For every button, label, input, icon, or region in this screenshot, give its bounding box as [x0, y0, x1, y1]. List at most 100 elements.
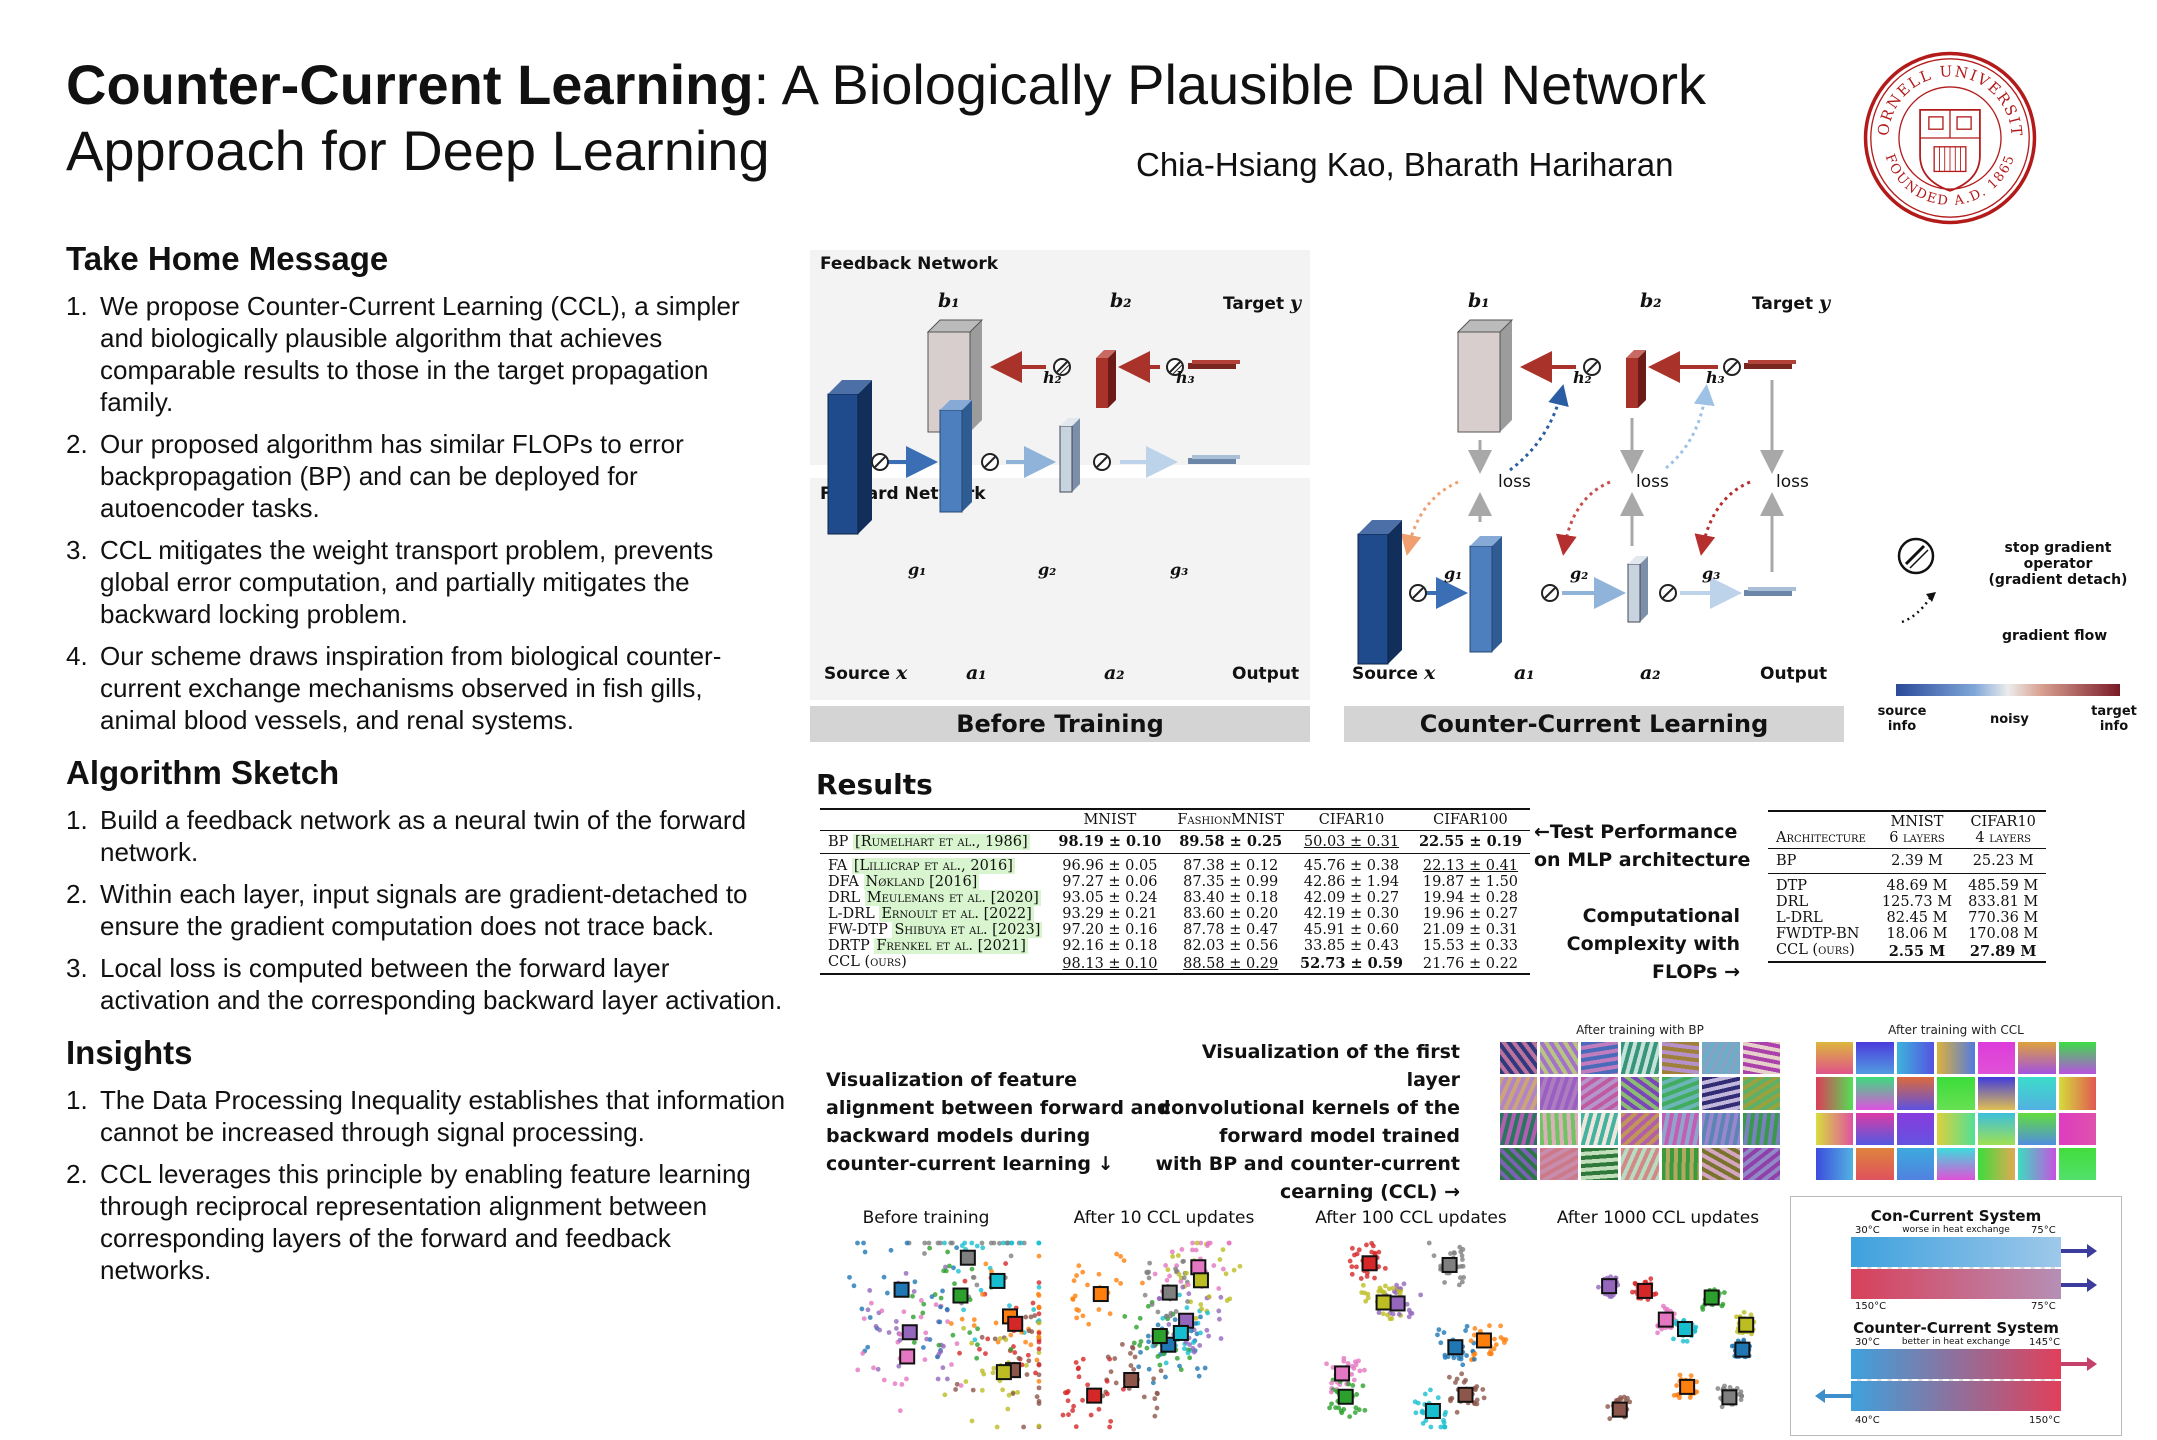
kernel-thumbnail [1500, 1147, 1538, 1180]
scatter-point [1155, 1354, 1161, 1359]
tsne-scatter-100 [1324, 1240, 1509, 1430]
scatter-point [1114, 1251, 1120, 1257]
scatter-label-before: Before training [862, 1208, 990, 1228]
scatter-point [1071, 1403, 1077, 1409]
scatter-point [1028, 1314, 1034, 1320]
scatter-point [1729, 1343, 1735, 1349]
scatter-point [1170, 1254, 1176, 1259]
col-header: CIFAR10 [1318, 812, 1385, 828]
scatter-point [950, 1332, 956, 1338]
outflow-arrow [1823, 1394, 1853, 1398]
feedback-anchor-square [959, 1249, 976, 1266]
note-line: forward model trained [1219, 1125, 1460, 1147]
scatter-point [1445, 1354, 1451, 1360]
scatter-point [953, 1387, 959, 1392]
scatter-point [1137, 1315, 1143, 1321]
scatter-point [1165, 1267, 1171, 1273]
scatter-point [1596, 1284, 1601, 1290]
scatter-point [1438, 1424, 1444, 1430]
kernel-thumbnail [2058, 1042, 2096, 1075]
item-number: 4. [66, 641, 88, 671]
kernel-thumbnail [1500, 1042, 1538, 1075]
value-cell: 33.85 ± 0.43 [1303, 938, 1400, 954]
scatter-point [1420, 1420, 1426, 1426]
feedback-anchor-square [1475, 1332, 1492, 1349]
scatter-point [1345, 1361, 1351, 1366]
note-line: with BP and counter-current [1155, 1153, 1461, 1175]
scatter-point [1183, 1270, 1189, 1276]
scatter-point [1693, 1324, 1699, 1330]
cold-stream-bar [1851, 1237, 2061, 1267]
scatter-point [954, 1341, 960, 1347]
scatter-point [865, 1344, 871, 1350]
scatter-point [994, 1424, 1000, 1430]
scatter-point [1194, 1366, 1200, 1371]
scatter-point [957, 1350, 962, 1356]
scatter-point [1458, 1356, 1464, 1362]
scatter-point [861, 1316, 867, 1322]
scatter-point [941, 1343, 946, 1349]
col-header-line: MNIST [1890, 814, 1944, 830]
kernel-thumbnail [1856, 1147, 1894, 1180]
scatter-point [1449, 1395, 1455, 1401]
output-label: Output [1760, 664, 1828, 684]
arrow-head-icon [2087, 1244, 2097, 1258]
value-cell: 19.96 ± 0.27 [1422, 906, 1519, 922]
item-text: Local loss is computed between the forwa… [100, 953, 783, 1015]
gradient-flow-light-blue [1665, 384, 1715, 470]
table-row: FA [Lillicrap et al., 2016] 96.96 ± 0.05… [820, 854, 1530, 874]
scatter-point [1207, 1240, 1213, 1246]
outflow-arrow [2061, 1283, 2091, 1287]
method-ref: [Lillicrap et al., 2016] [851, 858, 1015, 874]
a2-layer-block [1627, 556, 1648, 623]
take-home-item-4: 4.Our scheme draws inspiration from biol… [66, 640, 786, 736]
item-text: We propose Counter-Current Learning (CCL… [100, 291, 740, 417]
scatter-point [1184, 1305, 1190, 1311]
kernel-thumbnail [1816, 1112, 1854, 1145]
scatter-point [1605, 1404, 1611, 1409]
scatter-point [1456, 1282, 1462, 1288]
scatter-point [1480, 1387, 1486, 1392]
value-cell: 45.91 ± 0.60 [1303, 922, 1400, 938]
scatter-point [1185, 1282, 1191, 1288]
scatter-point [1347, 1414, 1353, 1420]
scatter-point [897, 1331, 903, 1337]
scatter-point [879, 1308, 885, 1314]
scatter-point [1066, 1412, 1071, 1418]
scatter-point [865, 1307, 871, 1313]
scatter-point [1618, 1397, 1624, 1402]
stop-gradient-icon [1897, 537, 1935, 575]
method-cell: L-DRL Ernoult et al. [2022] [820, 906, 1050, 922]
scatter-point [1085, 1282, 1090, 1288]
loss-label: loss [1636, 472, 1669, 492]
scatter-point [1145, 1303, 1151, 1309]
scatter-point [1128, 1363, 1134, 1368]
value-cell: 82.45 M [1886, 910, 1948, 926]
arch-cell: DRL [1776, 894, 1809, 910]
scatter-point [1459, 1371, 1465, 1377]
scatter-point [1396, 1311, 1402, 1317]
scatter-point [969, 1266, 975, 1272]
scatter-point [1023, 1362, 1029, 1368]
scatter-point [1196, 1373, 1202, 1379]
feedback-anchor-square [1172, 1324, 1189, 1341]
scatter-point [978, 1287, 984, 1293]
feedback-anchor-square [1161, 1284, 1178, 1301]
note-line: FLOPs → [1652, 961, 1740, 983]
value-cell: 485.59 M [1968, 878, 2039, 894]
scatter-point [1007, 1303, 1012, 1309]
source-label: Source x [824, 662, 907, 684]
exchange-wall [1851, 1379, 2061, 1381]
take-home-item-1: 1.We propose Counter-Current Learning (C… [66, 290, 786, 418]
scatter-point [1216, 1286, 1222, 1291]
scatter-point [1217, 1257, 1223, 1262]
gradient-flow-orange [1400, 480, 1459, 556]
value-cell: 2.39 M [1891, 853, 1943, 869]
scatter-point [1223, 1271, 1229, 1277]
scatter-point [1112, 1356, 1118, 1361]
scatter-point [1493, 1342, 1499, 1348]
value-cell: 42.86 ± 1.94 [1303, 874, 1400, 890]
scatter-point [1198, 1240, 1204, 1246]
scatter-point [927, 1245, 933, 1251]
scatter-point [881, 1274, 887, 1280]
